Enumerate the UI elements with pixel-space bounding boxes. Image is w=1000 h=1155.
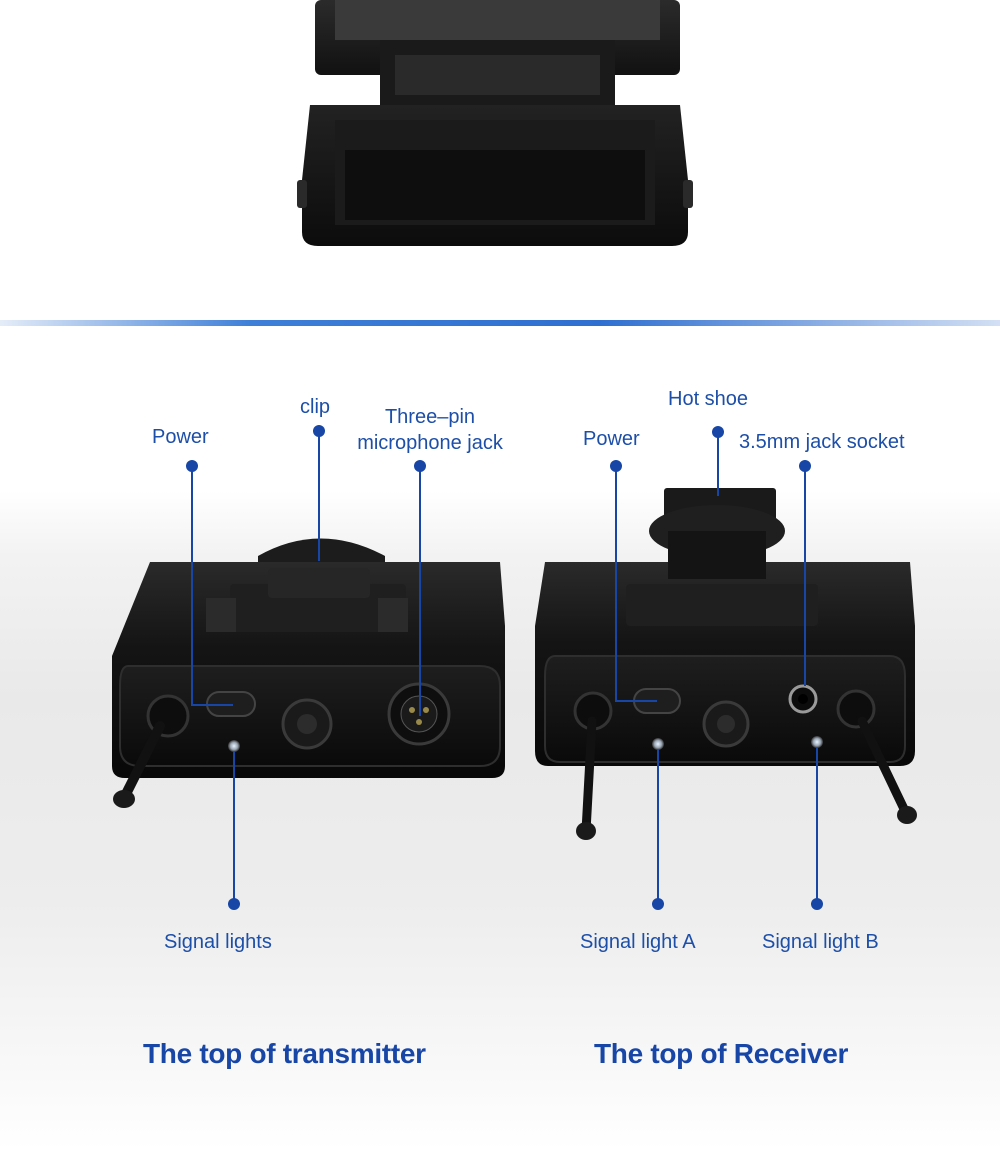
clip-closeup-photo xyxy=(0,0,1000,320)
transmitter-clip-leader xyxy=(318,431,320,561)
receiver-signal-a-leader xyxy=(657,750,659,902)
clip-closeup-illustration xyxy=(297,0,693,246)
receiver-power-leader xyxy=(615,466,617,702)
receiver-signal-a-marker xyxy=(652,898,664,910)
transmitter-mic-jack-leader xyxy=(419,466,421,716)
receiver-jack-socket-label: 3.5mm jack socket xyxy=(739,431,905,453)
transmitter-power-leader-end xyxy=(191,704,233,706)
transmitter-signal-leader xyxy=(233,752,235,902)
transmitter-device xyxy=(112,538,505,808)
receiver-signal-b-leader xyxy=(816,748,818,902)
receiver-hot-shoe-label: Hot shoe xyxy=(668,388,749,410)
receiver-signal-b-marker xyxy=(811,898,823,910)
transmitter-signal-marker xyxy=(228,898,240,910)
transmitter-mic-jack-label-1: Three–pin xyxy=(384,406,476,428)
devices-photo xyxy=(0,326,1000,1150)
receiver-hot-shoe-leader xyxy=(717,432,719,496)
receiver-jack-socket-leader xyxy=(804,466,806,686)
transmitter-power-label: Power xyxy=(152,426,209,448)
transmitter-clip-label: clip xyxy=(300,396,331,418)
section-divider xyxy=(0,320,1000,326)
transmitter-signal-lights-label: Signal lights xyxy=(164,931,272,953)
receiver-signal-light-a-label: Signal light A xyxy=(580,931,696,953)
receiver-signal-light-b-label: Signal light B xyxy=(762,931,879,953)
transmitter-mic-jack-label-2: microphone jack xyxy=(357,432,503,454)
transmitter-power-leader xyxy=(191,466,193,706)
receiver-power-leader-end xyxy=(615,700,657,702)
receiver-power-label: Power xyxy=(583,428,640,450)
devices-illustration xyxy=(112,488,917,840)
receiver-caption: The top of Receiver xyxy=(594,1038,849,1069)
transmitter-caption: The top of transmitter xyxy=(143,1038,426,1069)
receiver-device xyxy=(535,488,917,840)
